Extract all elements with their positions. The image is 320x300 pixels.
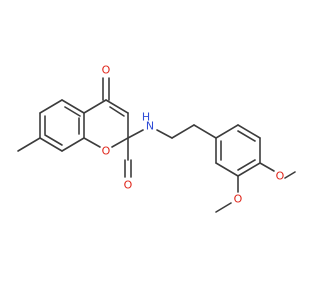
bond [237,162,261,177]
bond [83,137,101,148]
bond [237,124,261,139]
linker-bond [193,124,217,139]
amide-hydrogen-label: H [142,111,150,124]
bond-double-inner [44,134,63,146]
bond [39,137,63,152]
molecule-structure: O O O H N O O [17,64,296,213]
structure-canvas: O O O H N O O [17,63,296,213]
bond [39,99,63,114]
methoxy-bond [215,202,232,213]
bond [105,99,129,114]
methoxy-oxygen-meta-label: O [234,193,243,206]
bond-double-inner [64,106,81,117]
methoxy-oxygen-para-label: O [276,170,285,183]
bond [111,137,129,148]
bond [83,99,107,114]
linker-bond [171,124,195,139]
methoxy-bond [259,162,275,172]
amide-nitrogen-label: N [146,120,154,133]
ring-oxygen-label: O [102,145,111,158]
bond [61,99,85,114]
ketone-oxygen-label: O [102,64,111,77]
bond [215,162,239,177]
bond [215,124,239,139]
methoxy-bond [284,171,296,179]
bond-double-inner [237,159,256,171]
dimethoxyphenyl-ring [215,124,261,177]
linker-bond [156,129,173,139]
bond-double-inner [109,106,125,117]
pyranone-ring [83,99,129,148]
chromone-benzene-ring [39,99,85,152]
bond [61,137,85,152]
amide-oxygen-label: O [124,179,133,192]
methyl-bond [17,137,41,152]
bond-double-inner [237,130,256,142]
amide-cn-bond [127,129,144,139]
